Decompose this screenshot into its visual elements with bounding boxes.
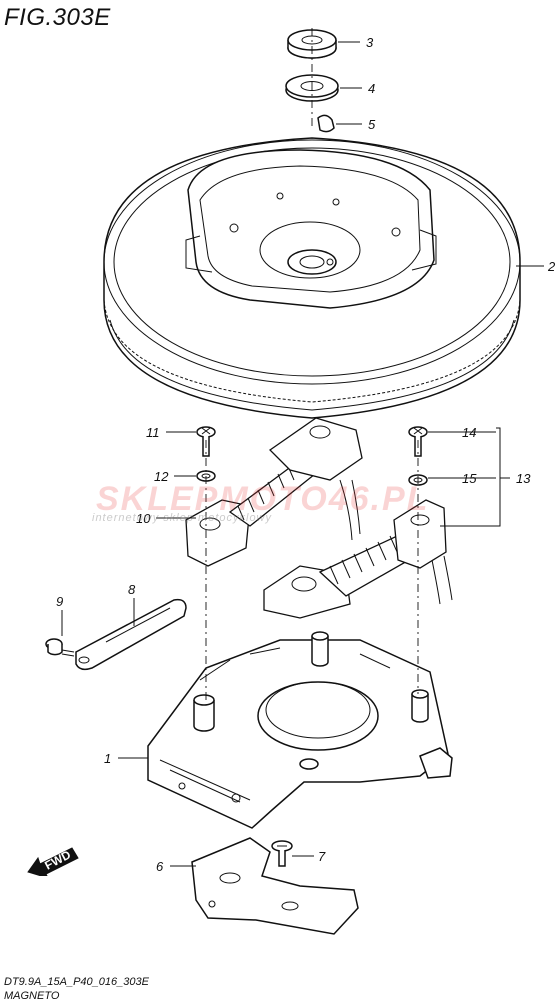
- forward-arrow-icon: [27, 847, 79, 876]
- callout-8: 8: [128, 582, 136, 597]
- callout-15: 15: [462, 471, 477, 486]
- bracket-part: [75, 598, 187, 671]
- flywheel-part: [103, 137, 521, 419]
- leader-lines: [61, 41, 544, 867]
- callout-11: 11: [146, 425, 160, 440]
- diagram-name: MAGNETO: [4, 990, 60, 1002]
- plate-part: [191, 837, 359, 935]
- screw-plate-part: [271, 840, 293, 867]
- callout-10: 10: [136, 511, 151, 526]
- callout-6: 6: [156, 859, 164, 874]
- callout-3: 3: [366, 35, 374, 50]
- figure-title: FIG.303E: [4, 4, 111, 31]
- watermark-brand: SKLEPMOTO46.PL: [96, 480, 430, 518]
- watermark-tagline: internetowy sklep motocyklowy: [92, 512, 273, 524]
- callout-13: 13: [516, 471, 531, 486]
- callout-2: 2: [547, 259, 556, 274]
- ignition-coil-upper-part: [185, 417, 363, 567]
- callout-1: 1: [104, 751, 111, 766]
- callout-9: 9: [56, 594, 63, 609]
- key-part: [317, 114, 335, 133]
- callout-4: 4: [368, 81, 375, 96]
- diagram-code: DT9.9A_15A_P40_016_303E: [4, 976, 149, 988]
- callout-12: 12: [154, 469, 169, 484]
- stator-base-part: [147, 631, 453, 829]
- ignition-coil-lower-part: [263, 499, 453, 619]
- callout-7: 7: [318, 849, 326, 864]
- callout-14: 14: [462, 425, 476, 440]
- callout-5: 5: [368, 117, 376, 132]
- bolt-part: [45, 638, 75, 657]
